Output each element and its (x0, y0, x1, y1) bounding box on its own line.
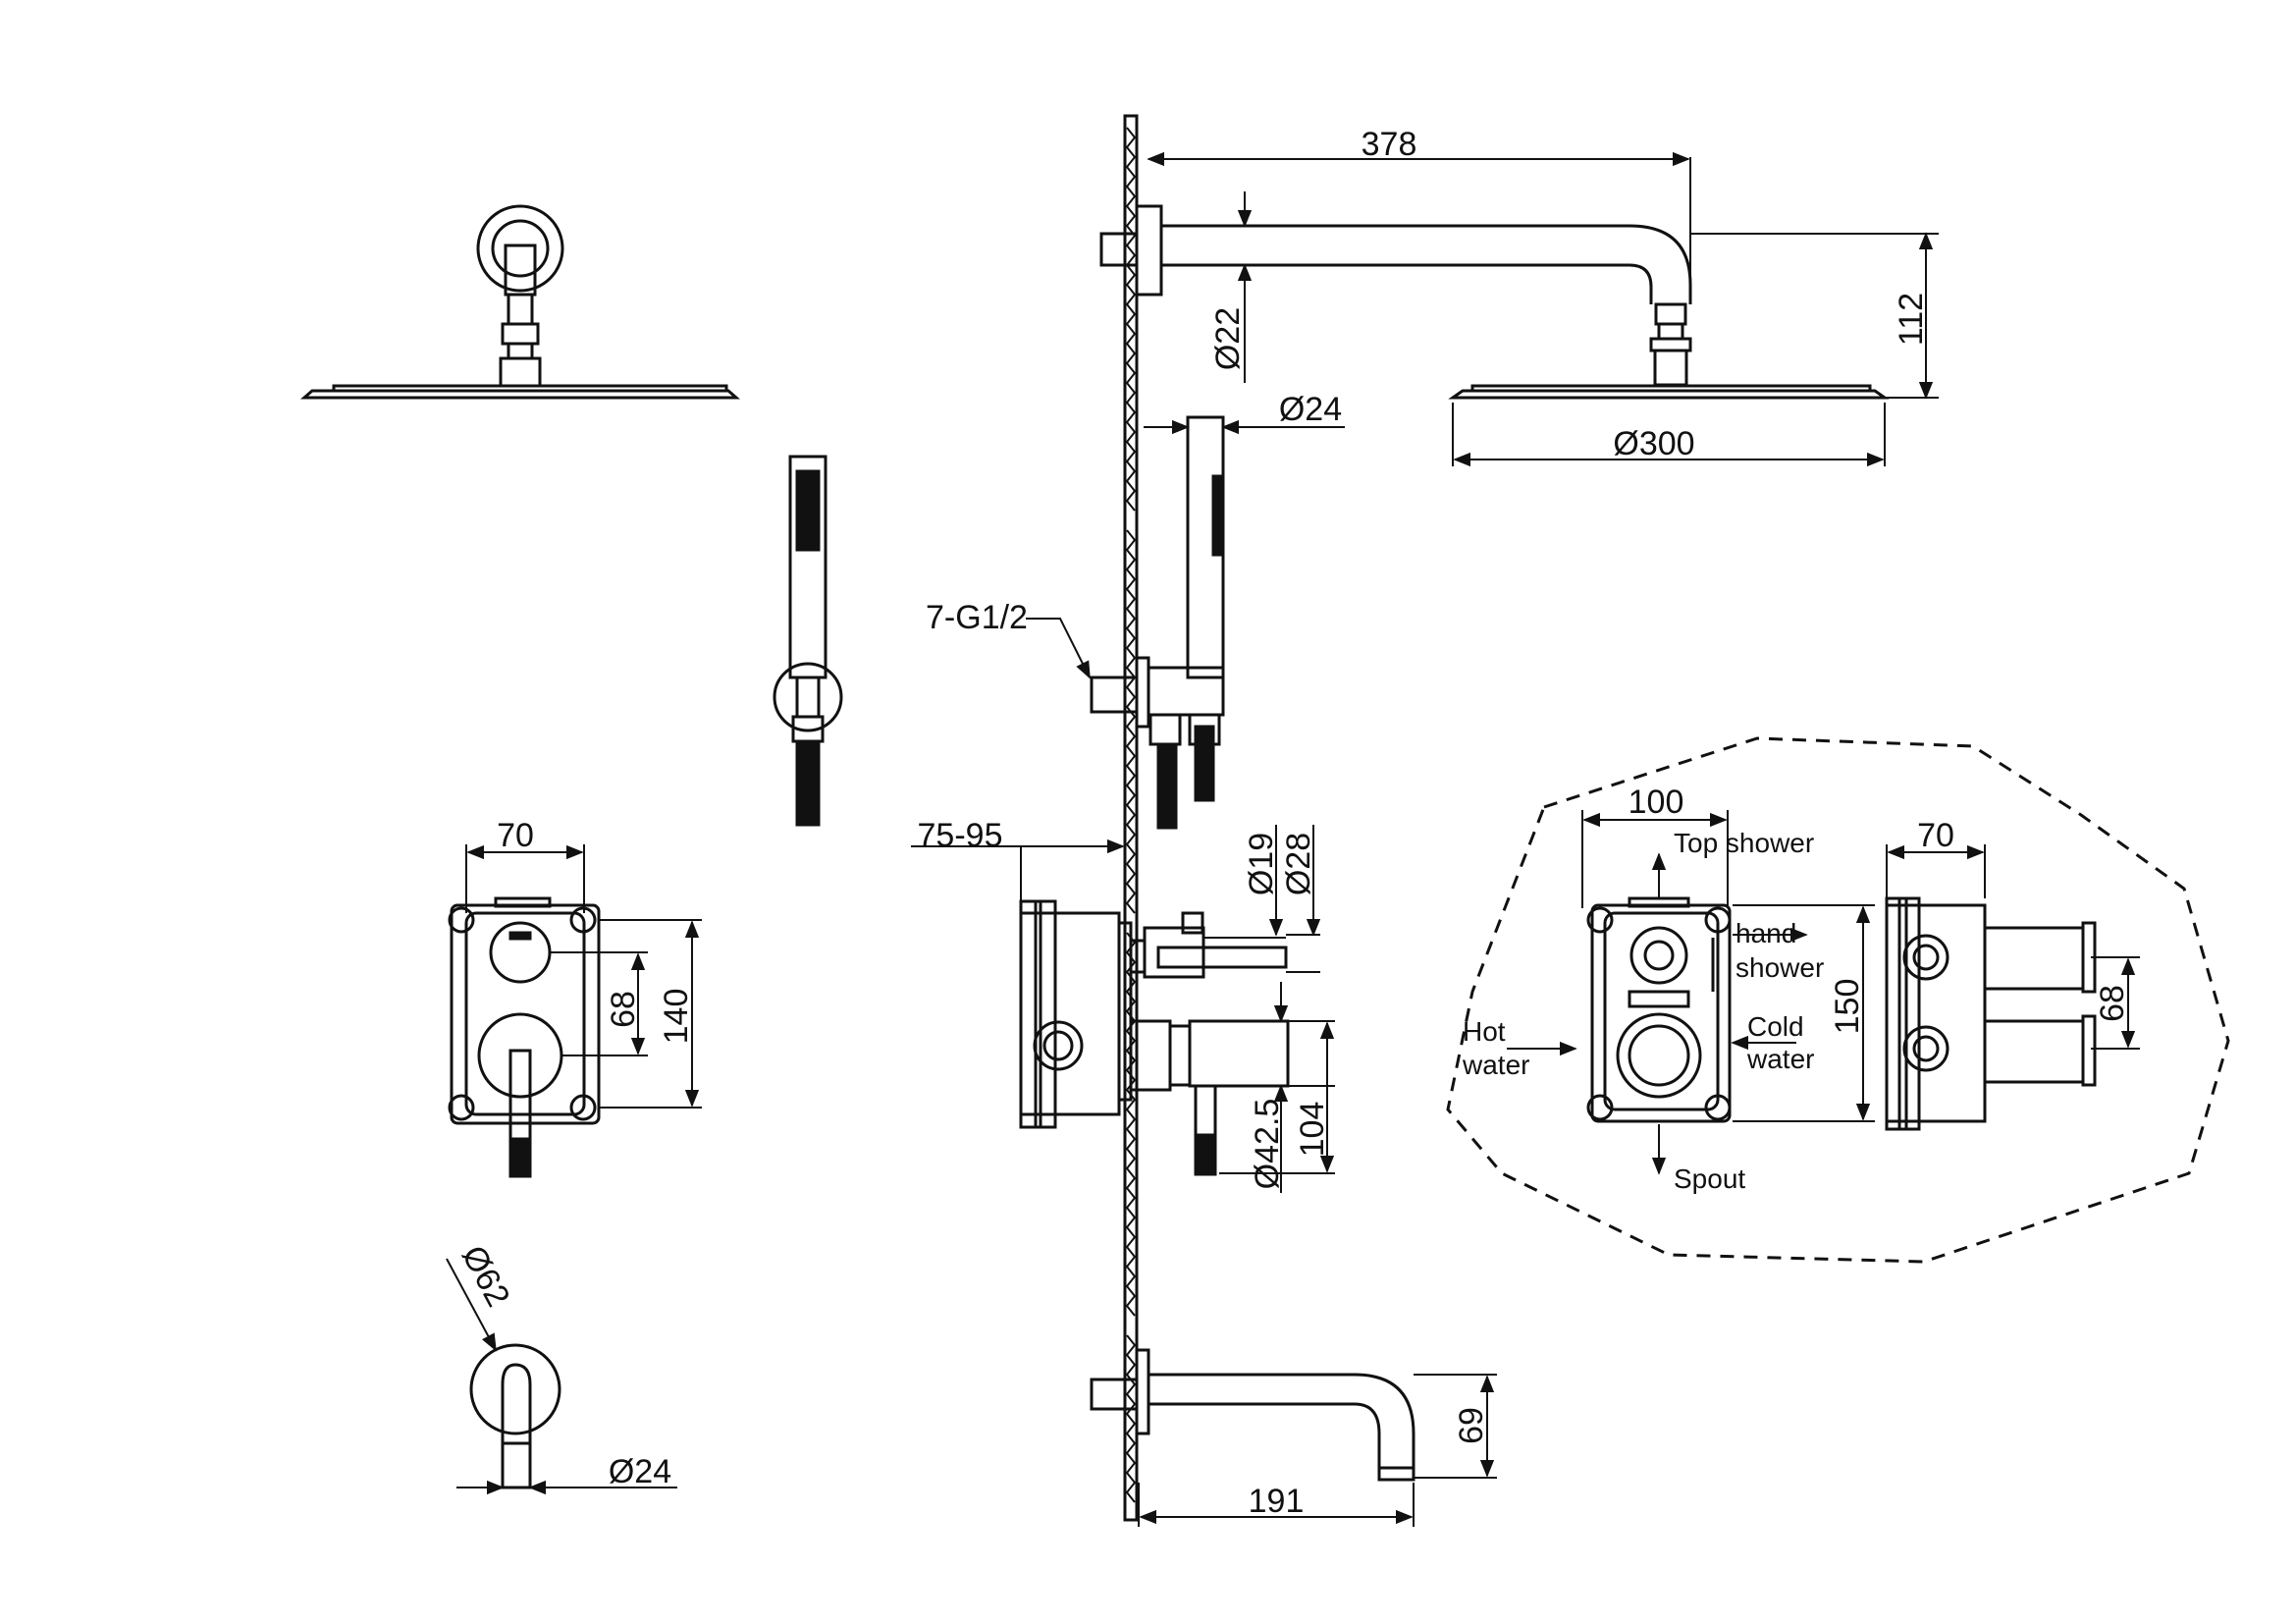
label-top-shower: Top shower (1674, 828, 1814, 858)
spout-front-view (469, 1343, 561, 1489)
label-hot-water: water (1462, 1050, 1529, 1080)
hand-shower-holder-side (1090, 415, 1225, 830)
dim-7-g12: 7-G1/2 (926, 599, 1028, 636)
flow-arrows (1507, 852, 1808, 1175)
mixer-body-side (1019, 899, 1290, 1176)
dim-69: 69 (1453, 1407, 1490, 1444)
dim-75-95: 75-95 (918, 817, 1003, 854)
dim-d24-bottom: Ø24 (609, 1453, 671, 1490)
hand-shower-view (773, 455, 843, 827)
dim-112: 112 (1893, 293, 1930, 346)
dim-70-right: 70 (1917, 817, 1954, 854)
valve-detail-side (1885, 896, 2097, 1131)
dimension-lines (446, 151, 1939, 1527)
shower-head-side-view (300, 204, 740, 400)
label-cold-water: water (1746, 1044, 1814, 1074)
dim-150: 150 (1829, 979, 1866, 1035)
valve-detail-front (1586, 896, 1732, 1123)
label-hand: hand (1735, 918, 1796, 948)
wall-section (1123, 114, 1139, 1522)
dim-68-left: 68 (605, 991, 642, 1028)
dim-378: 378 (1362, 126, 1417, 163)
spout-side (1090, 1348, 1415, 1482)
dim-d28: Ø28 (1280, 833, 1317, 895)
valve-detail-dimensions (1581, 810, 1875, 1122)
label-cold: Cold (1747, 1011, 1804, 1042)
dim-d24-top: Ø24 (1279, 391, 1342, 428)
dim-104: 104 (1294, 1102, 1331, 1158)
dim-d22: Ø22 (1209, 307, 1247, 370)
dim-140: 140 (658, 989, 695, 1045)
dim-68-right: 68 (2094, 985, 2131, 1022)
dim-d300: Ø300 (1613, 425, 1694, 462)
dim-100: 100 (1629, 784, 1684, 821)
label-shower: shower (1735, 952, 1824, 983)
shower-arm-side (1099, 204, 1890, 400)
dim-d42-5: Ø42.5 (1249, 1099, 1286, 1190)
label-spout: Spout (1674, 1163, 1745, 1194)
valve-side-dimensions (1886, 844, 2140, 1050)
label-hot: Hot (1463, 1016, 1506, 1047)
mixer-front-view (448, 896, 601, 1178)
detail-boundary (1446, 736, 2230, 1264)
dim-191: 191 (1249, 1483, 1305, 1520)
dim-d19: Ø19 (1243, 833, 1280, 895)
dim-70-left: 70 (497, 817, 534, 854)
dim-d62: Ø62 (454, 1240, 517, 1314)
